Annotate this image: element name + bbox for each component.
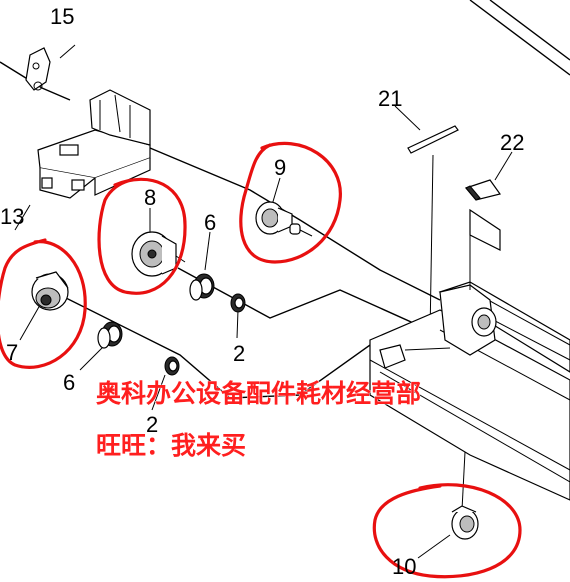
highlight-circle-part-10 — [372, 483, 522, 579]
highlight-circle-part-9 — [239, 141, 342, 264]
callout-2-lower: 2 — [146, 412, 158, 437]
part-2-upper-ring — [230, 293, 246, 313]
part-22-tab — [464, 179, 502, 201]
part-21-strip — [407, 125, 459, 154]
callout-9: 9 — [274, 155, 286, 180]
callout-22: 22 — [500, 130, 524, 155]
red-highlight-circles — [0, 141, 522, 579]
leader-lines — [14, 44, 513, 559]
part-15-clip — [25, 47, 51, 91]
part-13-bracket — [37, 89, 151, 199]
callout-7: 7 — [6, 340, 18, 365]
part-6-upper-bushing — [189, 273, 215, 301]
callout-10: 10 — [392, 554, 416, 579]
highlight-circle-part-8 — [97, 177, 187, 295]
callout-6-lower: 6 — [63, 370, 75, 395]
highlight-circle-part-7 — [0, 238, 87, 369]
part-2-lower-ring — [164, 356, 180, 376]
callout-8: 8 — [144, 185, 156, 210]
callout-15: 15 — [50, 4, 74, 29]
part-7-roller — [31, 271, 69, 311]
part-9-roller — [255, 201, 313, 237]
part-6-lower-bushing — [97, 321, 123, 349]
part-10-bushing — [451, 505, 479, 540]
watermark: 奥科办公设备配件耗材经营部 旺旺：我来买 — [96, 379, 422, 461]
callout-13: 13 — [0, 204, 24, 229]
watermark-contact: 旺旺：我来买 — [96, 431, 246, 460]
callout-labels: 15 13 21 22 9 8 6 7 6 2 2 10 — [0, 4, 524, 579]
main-frame-assembly — [369, 0, 570, 501]
callout-2-upper: 2 — [233, 341, 245, 366]
part-8-gear — [131, 231, 186, 277]
callout-6-upper: 6 — [204, 210, 216, 235]
watermark-shop-name: 奥科办公设备配件耗材经营部 — [96, 379, 421, 408]
callout-21: 21 — [378, 86, 402, 111]
